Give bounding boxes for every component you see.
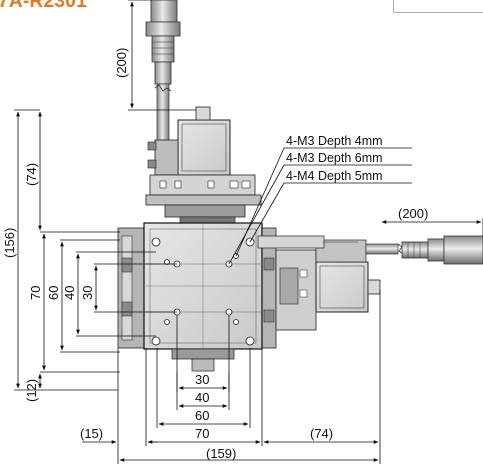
dimension-lines xyxy=(14,0,483,464)
dim-bot-15: (15) xyxy=(80,426,103,441)
callout-label: 4-M3 Depth 4mm xyxy=(286,134,383,148)
dim-overall-height: (156) xyxy=(2,228,17,258)
dim-bot-30: 30 xyxy=(195,372,209,387)
dim-left-60: 60 xyxy=(46,286,61,300)
callout-leaders xyxy=(228,147,412,265)
callout-label: 4-M4 Depth 5mm xyxy=(286,169,383,183)
dim-bottom-12: (12) xyxy=(24,379,39,402)
dim-bot-74: (74) xyxy=(310,426,333,441)
dim-left-40: 40 xyxy=(62,286,77,300)
xy-stage xyxy=(117,222,277,372)
dim-left-70: 70 xyxy=(28,286,43,300)
dim-motor-top: (74) xyxy=(24,163,39,186)
dim-cable-top: (200) xyxy=(114,48,129,78)
dim-cable-right: (200) xyxy=(398,206,428,221)
dim-left-30: 30 xyxy=(80,286,95,300)
right-motor-assembly xyxy=(257,235,483,331)
dim-overall-width: (159) xyxy=(206,446,236,461)
dim-bot-60: 60 xyxy=(195,408,209,423)
dim-bot-70: 70 xyxy=(195,426,209,441)
dimension-labels: (200) (74) (156) 70 60 40 30 (12) (200) … xyxy=(2,48,428,461)
header-frame xyxy=(393,0,483,13)
dim-bot-40: 40 xyxy=(195,390,209,405)
top-cable-assembly xyxy=(145,0,181,145)
top-motor xyxy=(145,106,262,224)
callout-label: 4-M3 Depth 6mm xyxy=(286,151,383,165)
model-title: 7A-R2301 xyxy=(0,0,88,12)
